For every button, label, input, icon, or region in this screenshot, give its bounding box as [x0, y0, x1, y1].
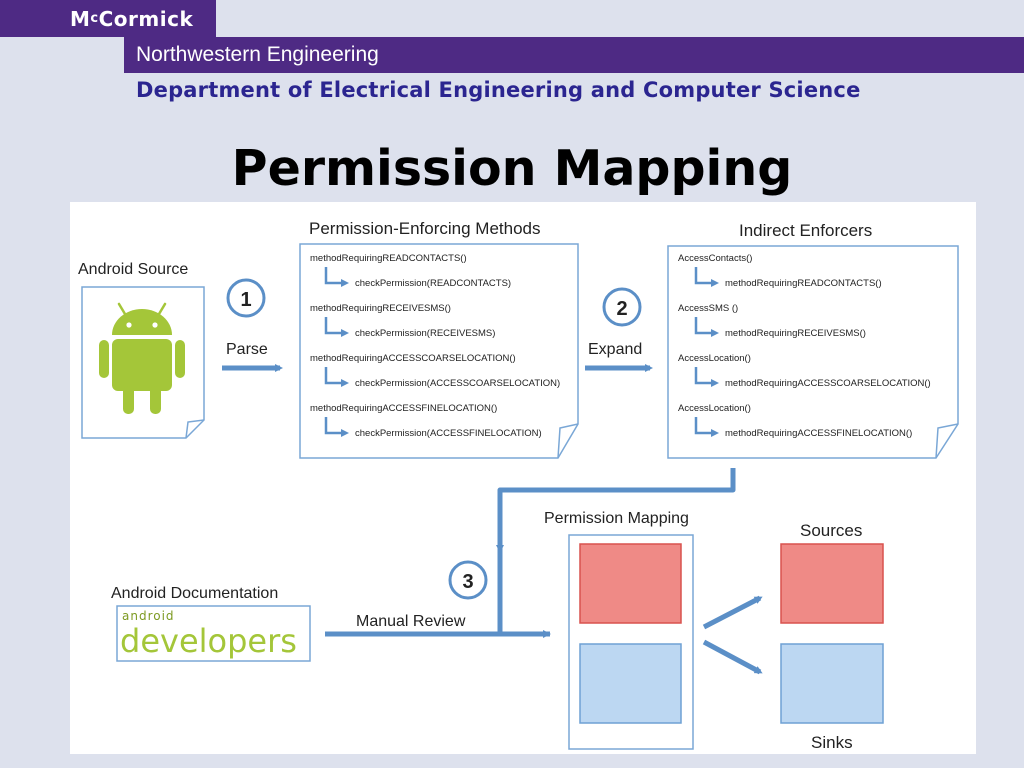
- ie-caller-2: AccessSMS (): [678, 303, 738, 314]
- ie-line-2: AccessSMS () methodRequiringRECEIVESMS(): [678, 303, 866, 339]
- department-name: Department of Electrical Engineering and…: [136, 78, 861, 102]
- android-developers-logo: android developers: [116, 605, 311, 662]
- android-robot-icon: [99, 302, 185, 414]
- ie-call-arrow-1: [694, 267, 719, 287]
- step-3-circle: [448, 560, 488, 600]
- ie-line-4: AccessLocation() methodRequiringACCESSFI…: [678, 403, 912, 439]
- pem-method-1: methodRequiringREADCONTACTS(): [310, 253, 467, 264]
- manual-review-label: Manual Review: [356, 613, 466, 630]
- ie-call-arrow-4: [694, 417, 719, 437]
- sinks-label: Sinks: [811, 733, 853, 752]
- pem-method-2: methodRequiringRECEIVESMS(): [310, 303, 451, 314]
- school-name: Northwestern Engineering: [136, 43, 379, 66]
- android-docs-label: Android Documentation: [111, 585, 278, 602]
- pem-call-arrow-4: [324, 417, 349, 437]
- pm-sources-block: [579, 543, 682, 624]
- pem-line-3: methodRequiringACCESSCOARSELOCATION() ch…: [310, 353, 560, 389]
- pem-title: Permission-Enforcing Methods: [309, 219, 540, 238]
- step-3-number: 3: [462, 571, 473, 593]
- slide-title: Permission Mapping: [231, 140, 793, 197]
- step-2-number: 2: [616, 298, 627, 320]
- android-wordmark: android: [122, 609, 175, 623]
- to-sources-arrow: [702, 595, 763, 630]
- pem-line-4: methodRequiringACCESSFINELOCATION() chec…: [310, 403, 542, 439]
- ie-document: [667, 245, 959, 459]
- pem-method-3: methodRequiringACCESSCOARSELOCATION(): [310, 353, 516, 364]
- ie-caller-4: AccessLocation(): [678, 403, 751, 414]
- pem-document: [299, 243, 579, 459]
- expand-label: Expand: [588, 341, 642, 358]
- developers-wordmark: developers: [120, 622, 297, 660]
- school-band: Northwestern Engineering: [124, 37, 1024, 73]
- ie-line-1: AccessContacts() methodRequiringREADCONT…: [678, 253, 882, 289]
- pem-check-1: checkPermission(READCONTACTS): [355, 278, 511, 289]
- pm-title: Permission Mapping: [544, 510, 689, 527]
- pem-call-arrow-2: [324, 317, 349, 337]
- ie-caller-3: AccessLocation(): [678, 353, 751, 364]
- to-sinks-arrow: [702, 639, 763, 675]
- sources-label: Sources: [800, 521, 862, 540]
- pem-check-2: checkPermission(RECEIVESMS): [355, 328, 495, 339]
- pem-method-4: methodRequiringACCESSFINELOCATION(): [310, 403, 497, 414]
- pem-line-1: methodRequiringREADCONTACTS() checkPermi…: [310, 253, 511, 289]
- ie-callee-2: methodRequiringRECEIVESMS(): [725, 328, 866, 339]
- ie-title: Indirect Enforcers: [739, 221, 872, 240]
- permission-mapping-diagram: Android Source 1 Parse Permission-Enforc…: [70, 202, 976, 754]
- ie-callee-1: methodRequiringREADCONTACTS(): [725, 278, 882, 289]
- ie-caller-1: AccessContacts(): [678, 253, 752, 264]
- ie-callee-4: methodRequiringACCESSFINELOCATION(): [725, 428, 912, 439]
- mccormick-logo: McCormick: [0, 0, 216, 37]
- sources-block: [780, 543, 884, 624]
- pem-call-arrow-3: [324, 367, 349, 387]
- android-source-label: Android Source: [78, 261, 188, 278]
- step-1-circle: [226, 278, 266, 318]
- pem-call-arrow-1: [324, 267, 349, 287]
- pem-check-4: checkPermission(ACCESSFINELOCATION): [355, 428, 542, 439]
- ie-call-arrow-3: [694, 367, 719, 387]
- parse-label: Parse: [226, 341, 268, 358]
- sinks-block: [780, 643, 884, 724]
- ie-callee-3: methodRequiringACCESSCOARSELOCATION(): [725, 378, 931, 389]
- pem-line-2: methodRequiringRECEIVESMS() checkPermiss…: [310, 303, 495, 339]
- ie-line-3: AccessLocation() methodRequiringACCESSCO…: [678, 353, 931, 389]
- pm-sinks-block: [579, 643, 682, 724]
- pem-check-3: checkPermission(ACCESSCOARSELOCATION): [355, 378, 560, 389]
- ie-call-arrow-2: [694, 317, 719, 337]
- step-1-number: 1: [240, 289, 251, 311]
- step-2-circle: [602, 287, 642, 327]
